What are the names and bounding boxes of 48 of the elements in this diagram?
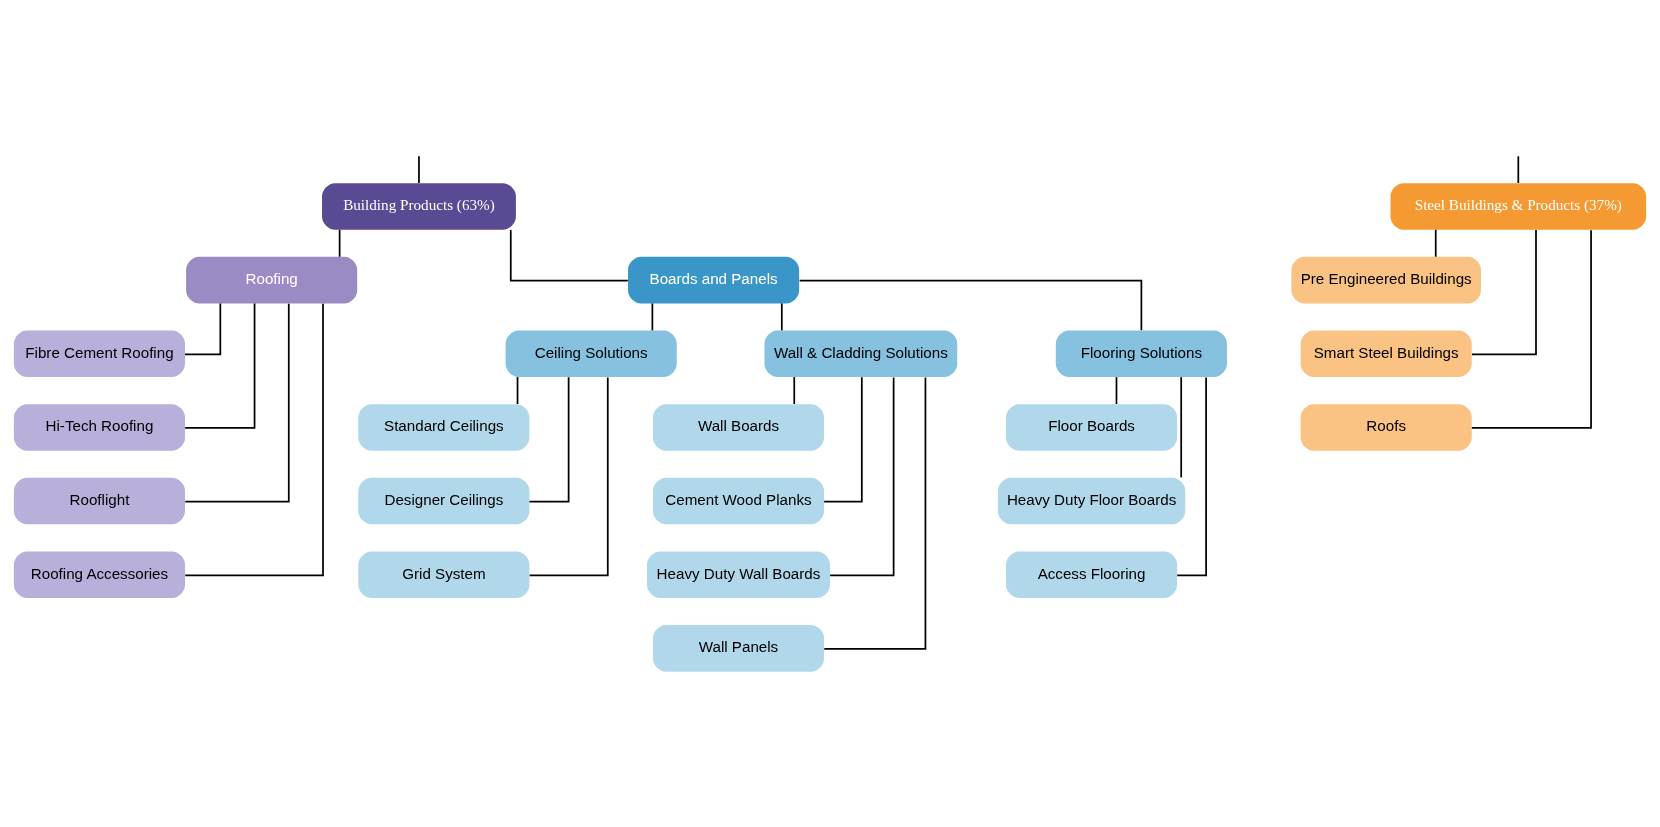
- node-box: Roofs: [1300, 404, 1472, 451]
- node-box: Heavy Duty Wall Boards: [646, 551, 830, 598]
- connector: [823, 376, 927, 650]
- connector: [184, 302, 290, 503]
- node-box: Pre Engineered Buildings: [1291, 256, 1481, 304]
- connector: [1471, 229, 1592, 429]
- node-box: Building Products (63%): [322, 183, 516, 230]
- connector: [184, 302, 256, 429]
- node-box: Roofing: [186, 256, 358, 304]
- node-box: Designer Ceilings: [358, 477, 530, 525]
- connector: [509, 229, 629, 282]
- connector: [1180, 376, 1183, 479]
- node-box: Ceiling Solutions: [505, 330, 677, 378]
- node-box: Smart Steel Buildings: [1300, 330, 1472, 378]
- connector: [1434, 228, 1437, 258]
- connector: [798, 279, 1143, 332]
- connector: [184, 302, 324, 577]
- node-box: Heavy Duty Floor Boards: [997, 477, 1186, 525]
- node-box: Wall & Cladding Solutions: [764, 330, 958, 378]
- node-box: Roofing Accessories: [13, 551, 185, 598]
- node-box: Fibre Cement Roofing: [13, 330, 185, 378]
- connector: [528, 376, 570, 503]
- connector: [1176, 376, 1207, 577]
- connector: [780, 302, 783, 332]
- node-box: Standard Ceilings: [358, 404, 530, 451]
- connector: [418, 155, 420, 184]
- node-box: Flooring Solutions: [1055, 330, 1227, 378]
- node-box: Access Flooring: [1006, 551, 1178, 598]
- node-box: Cement Wood Planks: [652, 477, 825, 525]
- node-box: Hi-Tech Roofing: [13, 404, 185, 451]
- connector: [516, 376, 519, 405]
- node-box: Wall Panels: [652, 625, 825, 672]
- connector: [338, 228, 341, 258]
- connector: [184, 302, 222, 356]
- connector: [528, 376, 609, 577]
- node-box: Steel Buildings & Products (37%): [1390, 183, 1647, 230]
- connector: [1517, 155, 1520, 184]
- node-box: Wall Boards: [652, 404, 825, 451]
- connector: [1471, 229, 1537, 356]
- connector: [651, 302, 654, 332]
- connector: [829, 376, 895, 577]
- connector: [823, 376, 863, 503]
- connector: [793, 376, 796, 405]
- node-box: Floor Boards: [1006, 404, 1178, 451]
- node-box: Boards and Panels: [628, 256, 800, 304]
- node-box: Rooflight: [13, 477, 185, 525]
- node-box: Grid System: [358, 551, 530, 598]
- connector: [1115, 376, 1118, 405]
